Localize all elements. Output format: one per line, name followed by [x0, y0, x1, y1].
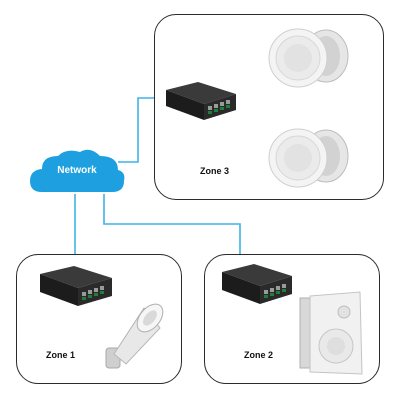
zone-3-ceiling-speaker-top [268, 28, 349, 88]
network-cloud: Network [28, 148, 126, 194]
zone-2-amplifier [222, 264, 292, 304]
zone-1-amplifier [40, 266, 112, 306]
zone-2-wall-speaker [299, 291, 363, 375]
zone-3-amplifier [166, 82, 236, 120]
zone-3-label: Zone 3 [200, 166, 230, 176]
network-label: Network [57, 165, 97, 176]
zone-2-label: Zone 2 [244, 350, 274, 360]
cloud-icon [30, 149, 125, 192]
zone-1-label: Zone 1 [46, 350, 76, 360]
zone-3-ceiling-speaker-bottom [268, 128, 349, 188]
zone-1-horn-speaker [105, 303, 164, 369]
link-network-zone2 [103, 194, 241, 268]
